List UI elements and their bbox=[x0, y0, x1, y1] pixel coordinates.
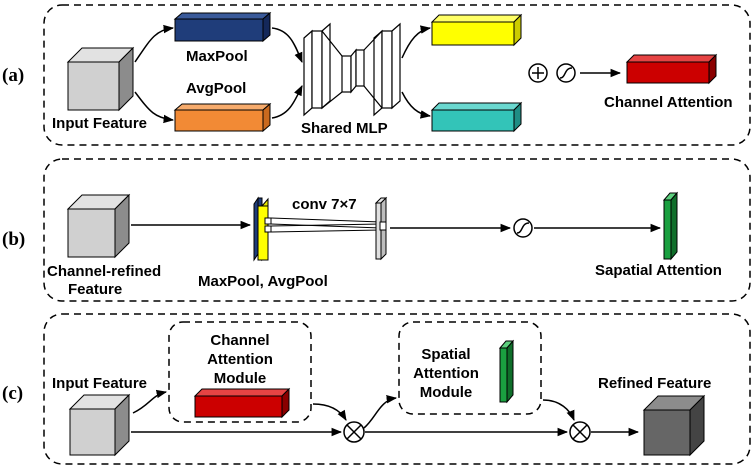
panel-c-tag: (c) bbox=[2, 383, 23, 404]
spatial-attention-module-box bbox=[398, 321, 542, 415]
spatial-attention-map-c bbox=[498, 339, 515, 404]
maxpool-label: MaxPool bbox=[186, 48, 248, 65]
input-feature-cube-c bbox=[68, 393, 131, 457]
maxpool-mlp-output-bar bbox=[430, 13, 523, 47]
spatial-attention-label: Sapatial Attention bbox=[595, 262, 722, 279]
panel-b-tag: (b) bbox=[2, 229, 25, 250]
plus-icon bbox=[528, 63, 548, 83]
spatial-attention-map bbox=[662, 191, 679, 261]
channel-attention-bar bbox=[625, 53, 718, 85]
avgpool-label: AvgPool bbox=[186, 80, 246, 97]
input-feature-cube bbox=[66, 46, 135, 112]
maxpool-bar bbox=[173, 11, 272, 43]
cam-label-line3: Module bbox=[214, 370, 267, 387]
arrow-mlp-to-yellow bbox=[401, 25, 432, 59]
arrow-input-to-cam bbox=[132, 389, 168, 414]
arrow-input-to-maxpool bbox=[134, 24, 175, 63]
panel-b-border bbox=[43, 158, 751, 302]
multiply-icon-2 bbox=[569, 421, 591, 443]
shared-mlp bbox=[303, 22, 401, 117]
arrow-sam-to-multiply-2 bbox=[542, 399, 575, 421]
refined-feature-cube bbox=[642, 394, 706, 457]
sam-label-line2: Attention bbox=[413, 365, 479, 382]
shared-mlp-label: Shared MLP bbox=[301, 120, 388, 137]
pool-label: MaxPool, AvgPool bbox=[198, 273, 328, 290]
panel-c: (c) Input Feature Channel Attention Modu… bbox=[2, 313, 751, 465]
arrow-input-to-avgpool bbox=[134, 91, 175, 124]
arrow-cam-to-multiply-1 bbox=[312, 403, 347, 421]
sam-label-line1: Spatial bbox=[421, 346, 470, 363]
cam-label-line2: Attention bbox=[207, 351, 273, 368]
channel-refined-feature-cube bbox=[66, 193, 131, 259]
panel-a: (a) Input Feature MaxPool AvgPool bbox=[2, 4, 751, 146]
input-feature-label-c: Input Feature bbox=[52, 375, 147, 392]
refined-feature-label: Refined Feature bbox=[598, 375, 711, 392]
sam-label-line3: Module bbox=[420, 384, 473, 401]
pooled-feature-maps bbox=[253, 196, 272, 262]
panel-a-tag: (a) bbox=[2, 65, 24, 86]
panel-a-border bbox=[43, 4, 751, 146]
arrow-mlp-to-teal bbox=[401, 91, 432, 119]
cam-label-line1: Channel bbox=[210, 332, 269, 349]
arrow-to-sam bbox=[363, 395, 398, 429]
sigmoid-icon bbox=[556, 63, 576, 83]
multiply-icon-1 bbox=[343, 421, 365, 443]
channel-attention-bar-c bbox=[193, 387, 291, 419]
conv-output-map bbox=[374, 196, 388, 261]
channel-attention-label: Channel Attention bbox=[604, 94, 733, 111]
conv-connection-lines bbox=[270, 217, 382, 233]
arrow-maxpool-to-mlp bbox=[271, 27, 303, 63]
conv-label: conv 7×7 bbox=[292, 196, 357, 213]
channel-refined-label-line2: Feature bbox=[68, 281, 122, 298]
panel-b: (b) Channel-refined Feature MaxPool, Avg… bbox=[2, 158, 751, 302]
avgpool-bar bbox=[173, 102, 272, 133]
sigmoid-icon bbox=[513, 218, 533, 238]
avgpool-mlp-output-bar bbox=[430, 101, 523, 133]
channel-attention-module-box bbox=[168, 321, 312, 423]
channel-refined-label-line1: Channel-refined bbox=[47, 263, 161, 280]
input-feature-label: Input Feature bbox=[52, 115, 147, 132]
arrow-avgpool-to-mlp bbox=[271, 85, 303, 119]
